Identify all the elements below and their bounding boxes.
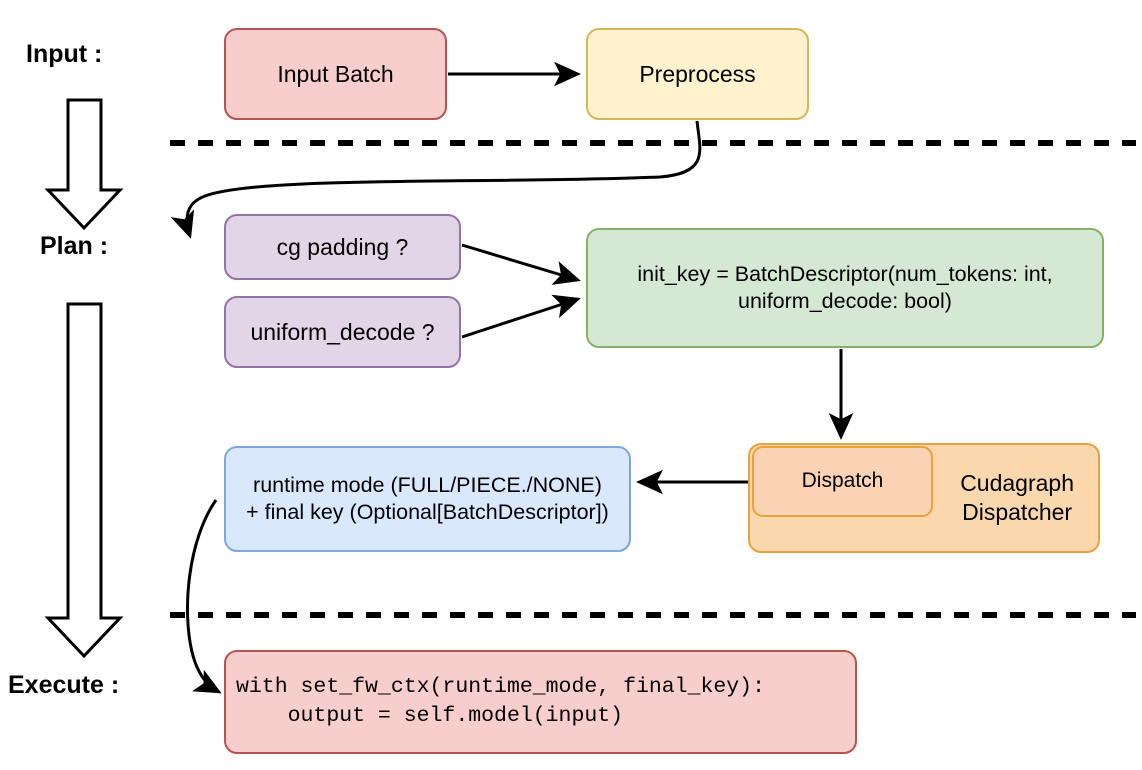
node-init-key-line1: init_key = BatchDescriptor(num_tokens: i… [637,262,1053,287]
stage-label-execute: Execute : [8,671,120,699]
node-exec-code-line1: with set_fw_ctx(runtime_mode, final_key)… [236,675,765,700]
node-init-key[interactable]: init_key = BatchDescriptor(num_tokens: i… [586,228,1104,348]
node-input-batch[interactable]: Input Batch [224,28,447,120]
stage-label-input: Input : [26,40,103,68]
node-cudagraph-dispatcher-line2: Dispatcher [962,499,1073,525]
node-runtime-mode-line1: runtime mode (FULL/PIECE./NONE) [253,473,602,498]
node-input-batch-label: Input Batch [277,60,394,87]
edge-runtime-mode-to-exec-code [185,499,222,694]
node-cudagraph-dispatcher-line1: Cudagraph [960,470,1074,497]
node-runtime-mode-line2: + final key (Optional[BatchDescriptor]) [246,500,609,524]
node-cudagraph-dispatcher-text: Cudagraph Dispatcher [960,469,1074,526]
input-to-plan-stage-arrow [44,98,124,231]
node-preprocess[interactable]: Preprocess [586,28,809,120]
node-init-key-text: init_key = BatchDescriptor(num_tokens: i… [637,261,1052,314]
node-exec-code[interactable]: with set_fw_ctx(runtime_mode, final_key)… [224,650,857,754]
plan-to-execute-stage-arrow [44,302,124,659]
node-uniform-decode[interactable]: uniform_decode ? [224,296,461,368]
node-exec-code-line2: output = self.model(input) [236,704,624,728]
node-runtime-mode-text: runtime mode (FULL/PIECE./NONE) + final … [246,472,609,525]
node-cg-padding[interactable]: cg padding ? [224,214,461,280]
node-dispatch[interactable]: Dispatch [752,446,933,517]
node-dispatch-label: Dispatch [801,469,884,493]
stage-label-plan: Plan : [40,232,109,260]
node-cg-padding-label: cg padding ? [276,233,409,260]
node-init-key-line2: uniform_decode: bool) [738,289,952,313]
node-exec-code-text: with set_fw_ctx(runtime_mode, final_key)… [236,673,765,731]
node-runtime-mode[interactable]: runtime mode (FULL/PIECE./NONE) + final … [224,446,631,552]
edge-uniform-decode-to-init-key [461,294,581,339]
edge-cg-padding-to-init-key [461,243,581,285]
node-uniform-decode-label: uniform_decode ? [250,318,435,345]
node-preprocess-label: Preprocess [639,60,756,87]
